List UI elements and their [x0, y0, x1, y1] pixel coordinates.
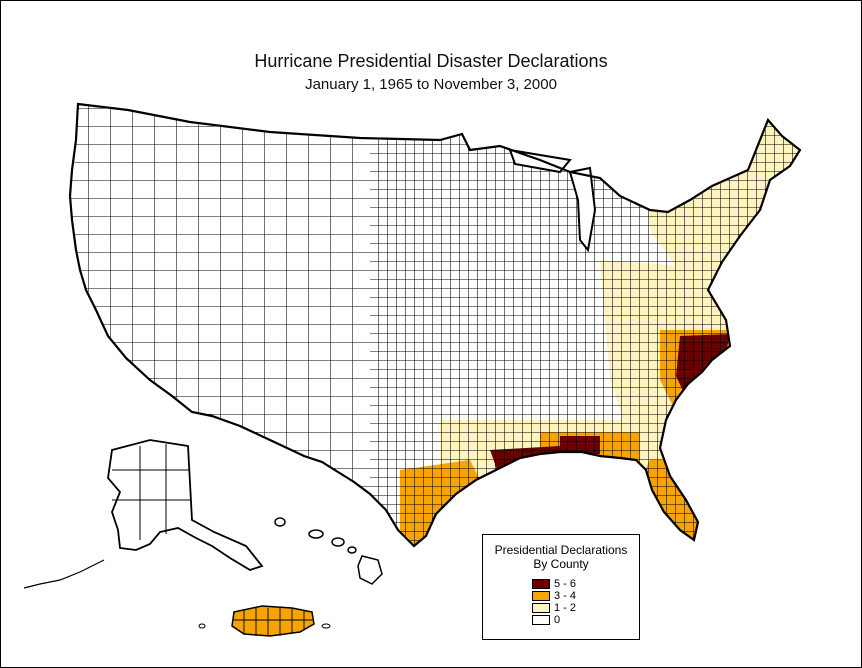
legend-swatch: [532, 579, 550, 589]
region-alaska: [23, 439, 264, 589]
legend-swatch: [532, 603, 550, 613]
legend-label: 0: [554, 614, 561, 626]
county-grid-west: [70, 104, 370, 546]
county-grid-east: [370, 104, 800, 546]
map-legend: Presidential Declarations By County 5 - …: [482, 534, 640, 640]
legend-item: 1 - 2: [532, 602, 576, 614]
region-puerto-rico: [198, 605, 331, 637]
region-hawaii: [274, 517, 383, 585]
legend-title-line1: Presidential Declarations: [494, 543, 628, 557]
legend-label: 5 - 6: [554, 578, 577, 590]
legend-label: 3 - 4: [554, 590, 577, 602]
legend-label: 1 - 2: [554, 602, 577, 614]
map-subtitle: January 1, 1965 to November 3, 2000: [305, 76, 557, 93]
legend-swatch: [532, 591, 550, 601]
legend-title-line2: By County: [533, 557, 589, 571]
map-title: Hurricane Presidential Disaster Declarat…: [254, 51, 608, 71]
legend-item: 5 - 6: [532, 578, 576, 590]
legend-swatch: [532, 615, 550, 625]
lake-michigan: [568, 166, 597, 253]
legend-item: 3 - 4: [532, 590, 576, 602]
legend-item: 0: [532, 614, 576, 626]
